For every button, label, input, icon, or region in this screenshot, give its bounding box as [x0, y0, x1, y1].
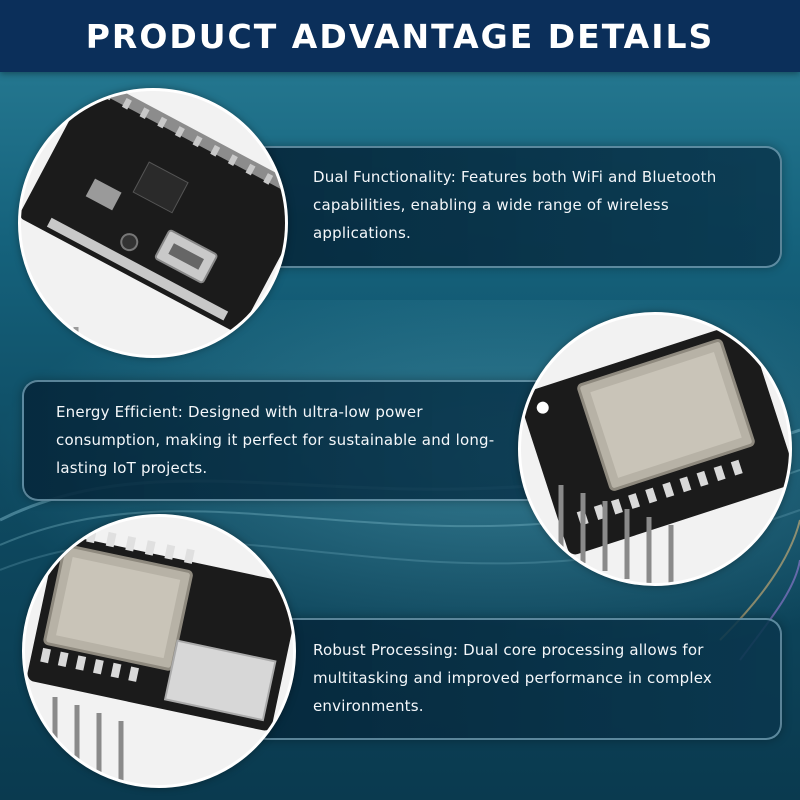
board-pins-illustration	[25, 517, 293, 785]
feature-panel-2	[22, 380, 554, 501]
title-bar: PRODUCT ADVANTAGE DETAILS	[0, 0, 800, 72]
board-module-closeup-image	[518, 312, 792, 586]
board-module-illustration	[521, 315, 789, 583]
feature-panel-3	[250, 618, 782, 740]
board-usb-illustration	[21, 91, 285, 355]
board-usb-closeup-image	[18, 88, 288, 358]
feature-panel-1	[250, 146, 782, 268]
feature-text-2: Energy Efficient: Designed with ultra-lo…	[56, 403, 495, 477]
feature-text-3: Robust Processing: Dual core processing …	[313, 641, 713, 715]
page-title: PRODUCT ADVANTAGE DETAILS	[85, 16, 715, 56]
feature-text-1: Dual Functionality: Features both WiFi a…	[313, 168, 717, 242]
board-pins-closeup-image	[22, 514, 296, 788]
